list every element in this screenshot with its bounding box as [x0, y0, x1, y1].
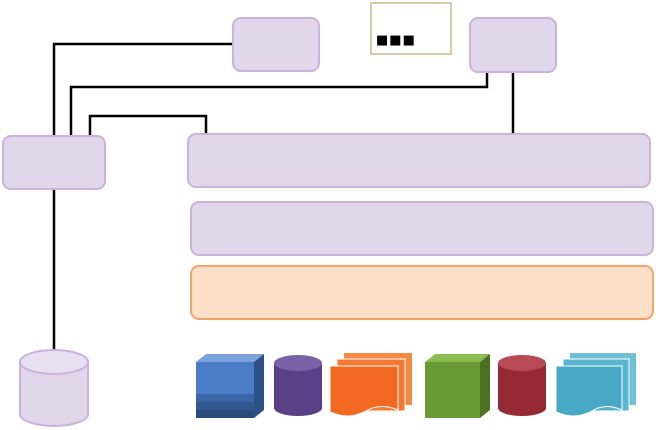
document-stack-icon[interactable] [329, 353, 412, 417]
cylinder-icon[interactable] [498, 355, 546, 416]
cube-icon[interactable] [425, 354, 490, 418]
connector-left-to-wide-box [88, 114, 208, 136]
database-cylinder-icon[interactable] [19, 349, 89, 427]
connector-top-center-to-left [52, 42, 233, 136]
top-center-box[interactable] [232, 17, 320, 72]
top-right-box[interactable] [469, 17, 557, 73]
cube-icon[interactable] [196, 354, 264, 418]
note-box[interactable] [370, 2, 452, 55]
document-stack-icon[interactable] [555, 353, 636, 417]
wide-layer-1[interactable] [187, 133, 651, 188]
wide-layer-3-orange[interactable] [190, 265, 654, 320]
cylinder-icon[interactable] [274, 355, 322, 416]
connector-top-right-to-left [69, 72, 489, 136]
left-box[interactable] [2, 135, 106, 190]
connectors [52, 42, 515, 352]
note-ellipsis-text: ■■■ [376, 33, 416, 48]
wide-layer-2[interactable] [190, 201, 654, 256]
